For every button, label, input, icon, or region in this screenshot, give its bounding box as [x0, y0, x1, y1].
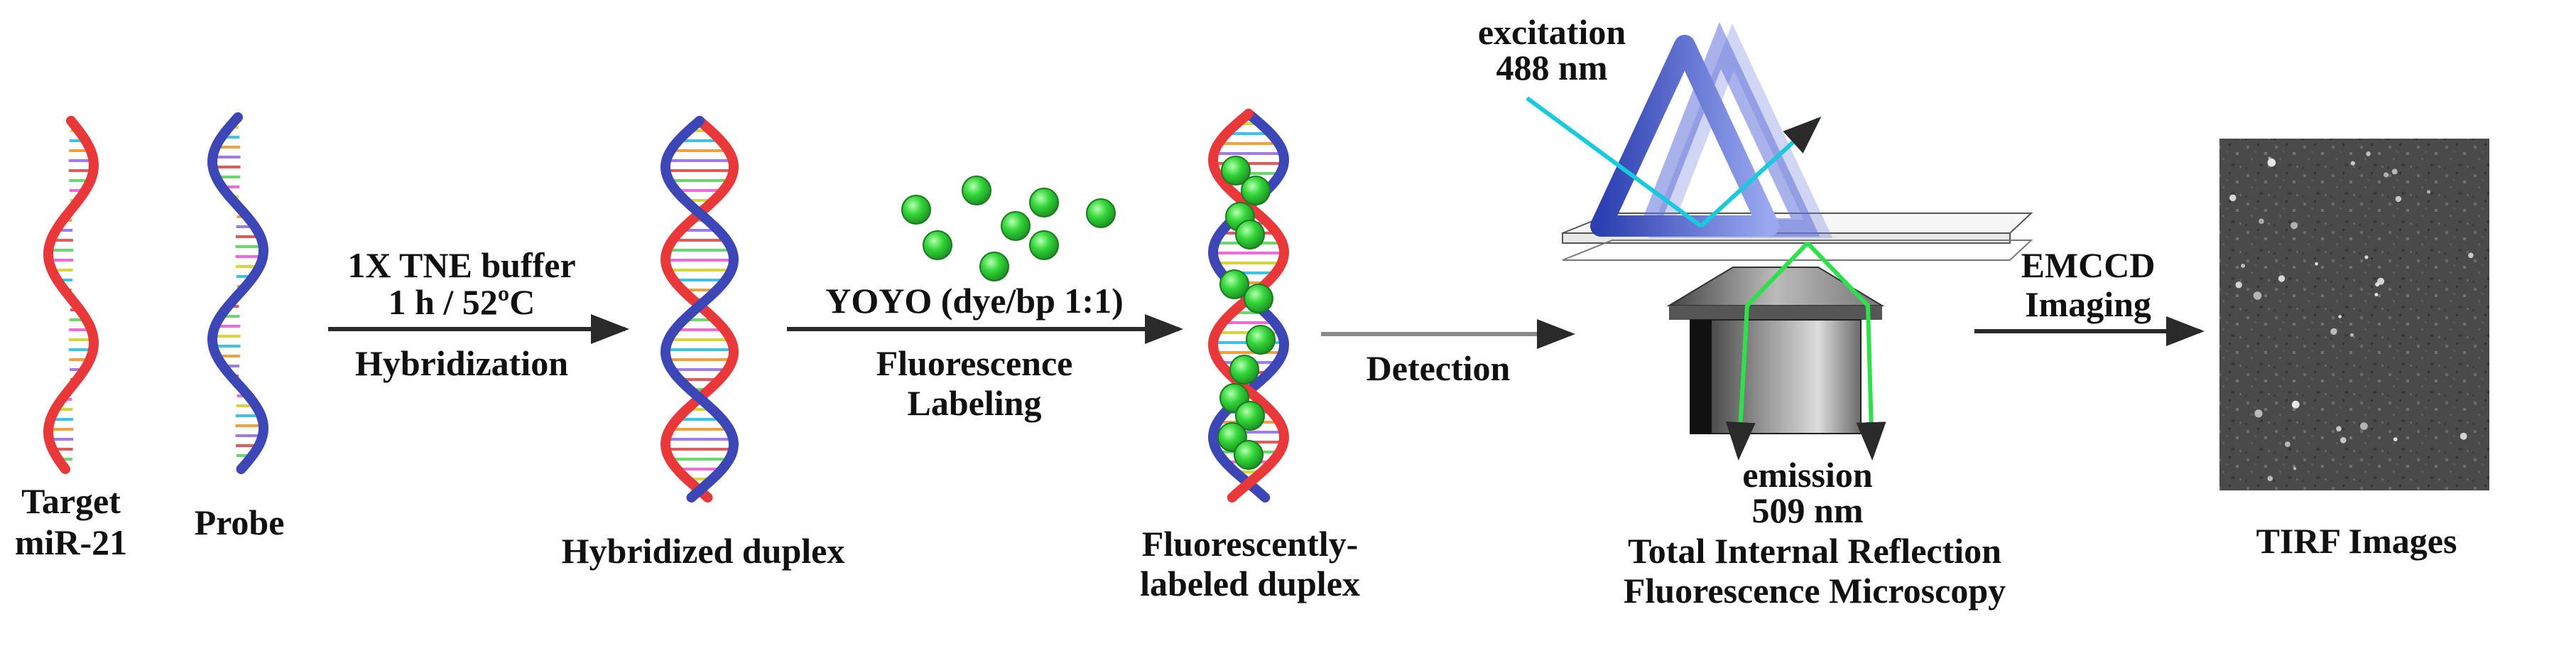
- tirf-label-2: Fluorescence Microscopy: [1624, 571, 2006, 611]
- detection-label: Detection: [1366, 348, 1511, 388]
- fluorescent-spot: [2338, 315, 2342, 318]
- fluorescent-spot: [2340, 437, 2347, 444]
- tirf-images-label: TIRF Images: [2256, 521, 2457, 561]
- fluorescent-spot: [2268, 156, 2271, 161]
- strand-backbone: [660, 116, 739, 503]
- fluorescent-spot: [2253, 291, 2262, 300]
- fluorescent-spot: [2267, 475, 2273, 481]
- yoyo-dye-molecule: [1029, 188, 1059, 217]
- strand-backbone: [207, 112, 269, 474]
- dye-bead: [1246, 325, 1276, 355]
- fluorescent-spot: [2254, 409, 2263, 418]
- fluorescent-spot: [2460, 432, 2467, 440]
- dye-bead: [1234, 440, 1263, 470]
- fluorescent-spot: [2350, 161, 2355, 166]
- emission-beam: [1725, 241, 1886, 461]
- fluorescent-spot: [2374, 293, 2379, 296]
- fluorescent-spot: [2364, 255, 2369, 259]
- fluorescent-spot: [2267, 158, 2276, 167]
- fluorescent-spot: [2315, 262, 2318, 266]
- target-label: Target: [21, 481, 121, 521]
- fluorescent-spot: [2393, 437, 2398, 441]
- fluorescent-spot: [2278, 275, 2286, 282]
- dye-bead: [1235, 401, 1265, 431]
- excitation-wavelength: 488 nm: [1496, 48, 1608, 87]
- target-mir21-strand: [43, 116, 99, 474]
- objective-lens: [1666, 267, 1885, 434]
- emission-wavelength: 509 nm: [1752, 490, 1864, 530]
- tirf-label: Total Internal Reflection: [1628, 531, 2001, 571]
- hybridization-label: Hybridization: [355, 343, 568, 383]
- fluorescent-spot: [2366, 151, 2371, 156]
- fluorescent-spot: [2384, 172, 2389, 178]
- prism: [1590, 22, 1833, 238]
- excitation-beam: [1526, 96, 1822, 228]
- dye-bead: [1241, 176, 1271, 205]
- yoyo-ratio: YOYO (dye/bp 1:1): [825, 281, 1123, 321]
- fluorescent-spot: [2395, 195, 2402, 203]
- hybridized-duplex-label: Hybridized duplex: [562, 531, 845, 571]
- imaging-label: Imaging: [2025, 284, 2151, 324]
- dye-bead: [1221, 156, 1251, 186]
- yoyo-dye-molecule: [1086, 198, 1116, 228]
- strand-backbone: [43, 116, 99, 474]
- tirf-microscope: [1526, 22, 2033, 461]
- yoyo-dye-molecule: [962, 176, 991, 205]
- fluorescent-spots: [2229, 151, 2474, 481]
- labeling-label: Labeling: [908, 383, 1042, 423]
- dye-bead: [1229, 355, 1259, 385]
- yoyo-dye-molecule: [1001, 211, 1031, 241]
- time-temperature: 1 h / 52ºC: [388, 282, 536, 322]
- dye-bead: [1235, 220, 1265, 249]
- complementary-strand-backbone: [1207, 109, 1290, 503]
- fluorescent-spot: [2285, 441, 2290, 447]
- yoyo-dye-molecule: [901, 195, 931, 225]
- fluorescent-spot: [2259, 218, 2264, 225]
- fluorescent-spot: [2350, 333, 2354, 337]
- labeled-duplex-label: Fluorescently-: [1142, 524, 1359, 564]
- dye-bead: [1219, 269, 1249, 299]
- fluorescent-spot: [2330, 328, 2337, 335]
- probe-label: Probe: [195, 503, 285, 542]
- fluorescent-spot: [2291, 400, 2300, 409]
- fluorescent-spot: [2235, 281, 2242, 289]
- yoyo-dye-molecule: [1029, 230, 1059, 260]
- fluorescent-spot: [2360, 422, 2368, 430]
- hybridized-duplex-helix: [660, 116, 739, 503]
- emission-label: emission: [1742, 455, 1873, 495]
- fluorescent-spot: [2468, 252, 2474, 259]
- fluorescent-spot: [2377, 277, 2385, 285]
- probe-strand: [207, 112, 269, 474]
- labeled-duplex-label-2: labeled duplex: [1140, 564, 1360, 603]
- target-label-name: miR-21: [15, 522, 127, 562]
- fluorescent-spot: [2290, 222, 2298, 230]
- fluorescent-spot: [2426, 190, 2431, 194]
- complementary-strand-backbone: [660, 116, 739, 503]
- yoyo-dye-molecules: [901, 176, 1116, 281]
- fluorescent-spot: [2229, 194, 2237, 202]
- buffer-condition: 1X TNE buffer: [347, 245, 575, 285]
- emccd-label: EMCCD: [2021, 245, 2156, 285]
- fluorescence-label: Fluorescence: [876, 343, 1073, 383]
- fluorescent-spot: [2293, 467, 2296, 471]
- excitation-label: excitation: [1478, 12, 1626, 52]
- yoyo-dye-molecule: [923, 230, 952, 260]
- fluorescent-spot: [2241, 264, 2246, 268]
- dye-bead: [1244, 284, 1273, 313]
- fluorescent-spot: [2336, 426, 2342, 432]
- tirf-image: [2219, 139, 2489, 490]
- yoyo-dye-molecule: [979, 252, 1009, 281]
- intercalated-dye-beads: [1217, 156, 1276, 470]
- fluorescent-spot: [2391, 168, 2398, 175]
